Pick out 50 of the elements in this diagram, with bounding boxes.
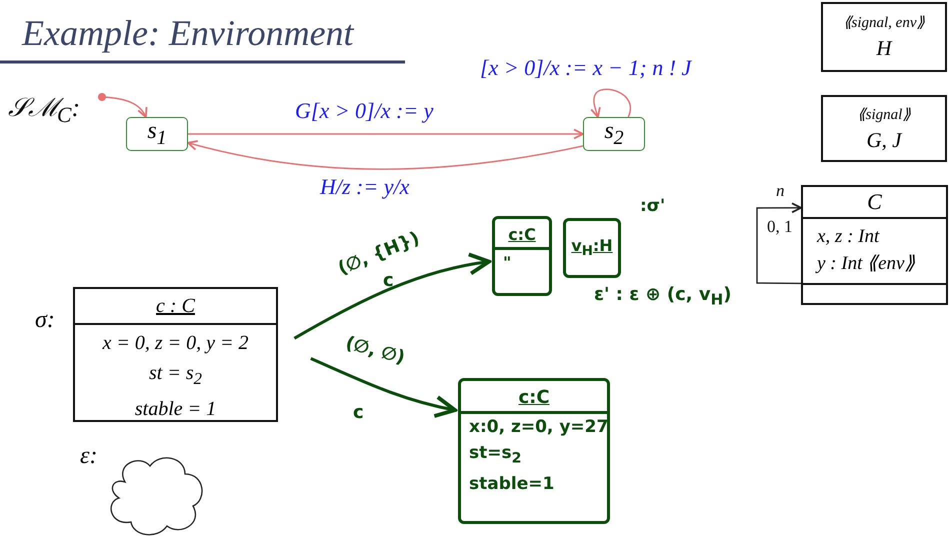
transition-arrow [188,128,584,140]
state-name: s$_{1}$ [147,118,167,150]
class-name: G, J [866,128,902,152]
object-name: c : C [156,294,195,318]
handwritten-object-box [458,378,610,524]
transition-arrow [590,88,631,118]
attribute-value: x = 0, z = 0, y = 2 [101,331,250,356]
handwritten-label: c [383,270,394,291]
state-box [583,117,645,151]
attribute-value: x:0, z=0, y=27 [468,416,607,439]
edge-label: G[x > 0]/x := y [295,98,434,124]
object-label: ε: [80,443,98,470]
state-name: s$_{2}$ [604,118,624,150]
transition-arrow [187,140,584,170]
signal-class-box [821,2,947,72]
handwritten-arrow [310,357,457,418]
attribute-value: stable=1 [468,473,556,496]
class-box [801,185,948,305]
handwritten-label: :σ' [640,196,666,216]
handwritten-label: c [353,402,364,423]
attribute-value: st=s$_{2}$ [468,442,522,468]
state-box [126,117,188,151]
stereotype: ⟪signal, env⟫ [844,14,924,32]
attribute-text: y : Int ⟪env⟫ [817,252,916,276]
edge-label: H/z := y/x [320,174,410,200]
edge-label: n [776,181,784,201]
transition-arrow [756,202,802,284]
object-box [73,287,278,422]
stereotype: ⟪signal⟫ [858,106,910,124]
object-name: v$_{H}$:H [571,236,613,260]
object-name: c:C [518,387,550,408]
attribute-text: x, z : Int [817,225,880,249]
handwritten-object-box [492,216,552,296]
class-name: H [876,36,892,61]
signal-class-box [821,95,947,162]
attribute-value: st = s$_{2}$ [148,361,203,390]
title: Example: Environment [22,12,354,54]
handwritten-object-box [563,218,621,278]
multiplicity-label: 0, 1 [767,217,792,237]
object-name: c:C [508,225,536,244]
attribute-value: " [502,252,512,274]
handwritten-label: (∅, ∅) [343,332,408,368]
class-name: C [867,189,882,215]
handwritten-arrow [294,253,491,340]
handwritten-note: ε' : ε ⊕ (c, v$_{H}$) [594,284,732,309]
attribute-value: stable = 1 [134,397,218,422]
diagram-label: 𝒮ℳ$_{C}$: [8,93,80,128]
edge-label: [x > 0]/x := x − 1; n ! J [480,55,692,81]
initial-state-dot [98,93,106,101]
object-label: σ: [35,307,55,334]
